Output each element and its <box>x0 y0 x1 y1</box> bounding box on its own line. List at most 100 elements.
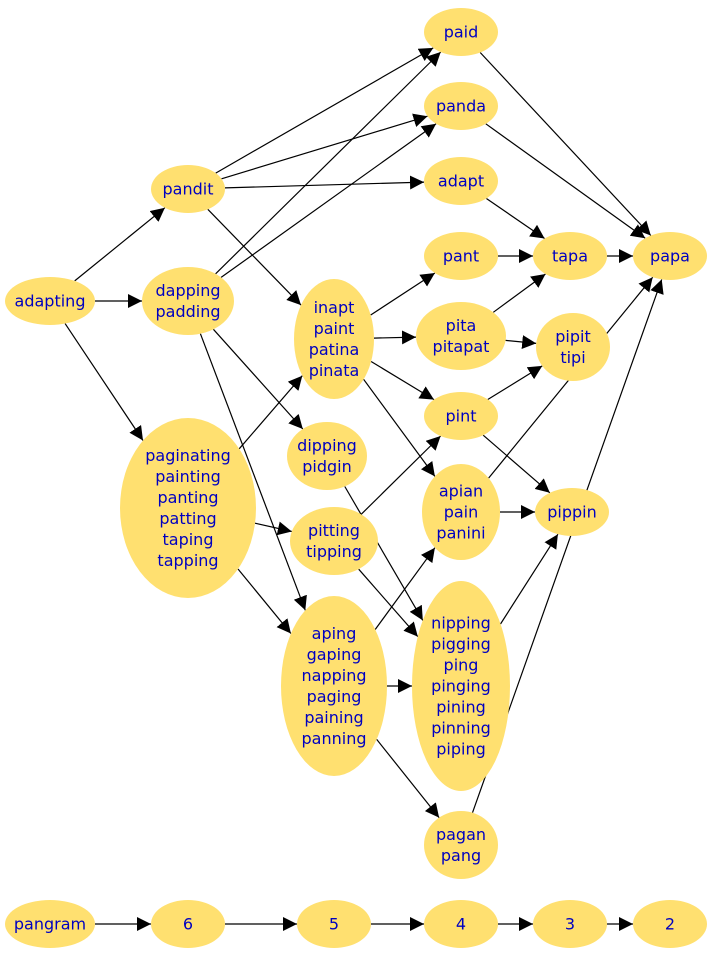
node-ellipse <box>294 279 374 399</box>
node-label: 4 <box>456 915 466 934</box>
node-ellipse <box>151 165 225 213</box>
node-ellipse <box>297 900 371 948</box>
node-nipping: nippingpiggingpingpingingpiningpinningpi… <box>412 581 510 791</box>
node-label: panini <box>436 524 485 543</box>
node-label: taping <box>163 530 214 549</box>
node-label: panting <box>157 488 218 507</box>
node-adapting: adapting <box>5 277 95 325</box>
node-label: pant <box>443 247 479 266</box>
node-label: tipping <box>306 542 362 561</box>
node-label: napping <box>302 666 367 685</box>
node-ellipse <box>5 277 95 325</box>
node-pita: pita pitapat <box>416 302 506 370</box>
node-ellipse <box>424 392 498 440</box>
node-label: tipi <box>560 348 585 367</box>
node-label: pitapat <box>433 337 490 356</box>
edge-inapt-to-pita <box>373 330 417 345</box>
node-ellipse <box>424 8 498 56</box>
node-label: tapping <box>157 551 218 570</box>
node-label: gaping <box>307 645 362 664</box>
node-ellipse <box>424 157 498 205</box>
node-label: panning <box>302 729 367 748</box>
node-label: pipit <box>555 327 590 346</box>
edge-dapping-to-panda <box>220 123 437 278</box>
edge-dapping-to-dipping <box>212 328 304 430</box>
edge-adapting-to-pandit <box>74 207 166 282</box>
edge-pita-to-pipit <box>505 335 537 350</box>
node-ellipse <box>633 232 707 280</box>
node-pagan: pagan pang <box>424 811 498 879</box>
node-label: piping <box>436 740 486 759</box>
node-pippin: pippin <box>535 488 609 536</box>
edge-adapt-to-tapa <box>486 198 545 239</box>
node-ellipse <box>424 82 498 130</box>
node-label: pandit <box>163 180 214 199</box>
node-label: paginating <box>145 446 231 465</box>
edge-paid-to-papa <box>479 52 652 236</box>
node-r2: 2 <box>633 900 707 948</box>
node-ellipse <box>287 422 367 490</box>
node-ellipse <box>424 811 498 879</box>
edge-inapt-to-pant <box>370 272 436 316</box>
node-label: 3 <box>565 915 575 934</box>
node-ellipse <box>633 900 707 948</box>
node-label: pagan <box>436 825 486 844</box>
edge-pitting-to-nipping <box>358 568 419 637</box>
node-papa: papa <box>633 232 707 280</box>
node-label: pint <box>445 407 476 426</box>
node-ellipse <box>535 488 609 536</box>
node-adapt: adapt <box>424 157 498 205</box>
node-ellipse <box>290 507 378 575</box>
node-label: apian <box>439 482 483 501</box>
node-label: adapting <box>15 292 86 311</box>
node-ellipse <box>416 302 506 370</box>
node-tapa: tapa <box>533 232 607 280</box>
node-ellipse <box>142 267 234 335</box>
node-paginating: paginatingpaintingpantingpattingtapingta… <box>120 418 256 598</box>
node-ellipse <box>533 900 607 948</box>
node-label: pang <box>441 846 481 865</box>
edge-dapping-to-paid <box>215 51 442 275</box>
node-label: tapa <box>552 247 588 266</box>
edge-dipping-to-nipping <box>344 486 424 621</box>
node-pandit: pandit <box>151 165 225 213</box>
edge-pitting-to-pint <box>360 435 442 515</box>
node-label: pigging <box>431 635 491 654</box>
edge-pandit-to-adapt <box>224 175 425 190</box>
edge-paginating-to-aping <box>237 568 292 634</box>
node-label: pippin <box>547 503 597 522</box>
edge-paginating-to-inapt <box>238 375 303 450</box>
edge-nipping-to-pippin <box>499 533 559 625</box>
node-ellipse <box>424 900 498 948</box>
edge-pandit-to-panda <box>221 113 428 180</box>
edge-aping-to-apian <box>374 547 436 630</box>
edge-inapt-to-apian <box>363 378 436 477</box>
node-label: paid <box>444 23 479 42</box>
node-label: paging <box>307 687 362 706</box>
node-label: pitting <box>308 521 360 540</box>
node-ellipse <box>422 464 500 560</box>
node-label: pangram <box>14 915 86 934</box>
node-ellipse <box>412 581 510 791</box>
node-ellipse <box>533 232 607 280</box>
node-label: dipping <box>297 436 357 455</box>
node-label: painting <box>155 467 221 486</box>
nodes-layer: paid panda pandit adapt pant tapa papa adapting… <box>5 8 707 948</box>
node-label: pita <box>446 316 477 335</box>
node-label: pinging <box>431 677 491 696</box>
node-ellipse <box>281 596 387 776</box>
node-panda: panda <box>424 82 498 130</box>
node-label: pinning <box>431 719 491 738</box>
node-r5: 5 <box>297 900 371 948</box>
edge-dapping-to-aping <box>199 333 307 611</box>
node-pant: pant <box>424 232 498 280</box>
edge-paginating-to-pitting <box>254 521 292 536</box>
node-label: adapt <box>438 172 484 191</box>
edge-adapting-to-paginating <box>64 323 144 441</box>
edge-inapt-to-pint <box>370 360 435 401</box>
node-ellipse <box>536 313 610 381</box>
edge-aping-to-pagan <box>376 739 440 818</box>
